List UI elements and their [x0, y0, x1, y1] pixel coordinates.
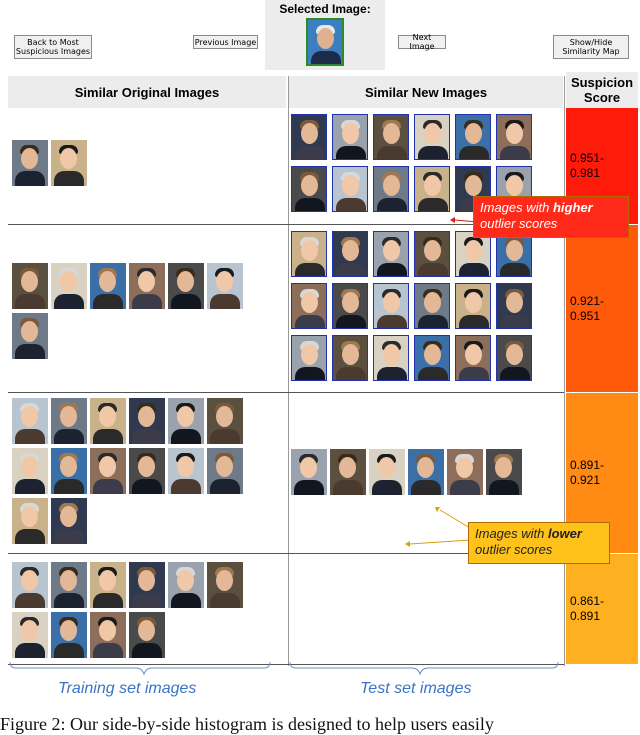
show-hide-similarity-map-button[interactable]: Show/Hide Similarity Map — [553, 35, 629, 59]
face-thumbnail[interactable] — [129, 612, 165, 658]
face-thumbnail[interactable] — [12, 562, 48, 608]
face-thumbnail[interactable] — [373, 166, 409, 212]
face-thumbnail[interactable] — [291, 114, 327, 160]
face-thumbnail[interactable] — [51, 263, 87, 309]
face-thumbnail[interactable] — [373, 335, 409, 381]
face-thumbnail[interactable] — [12, 263, 48, 309]
score-range: 0.921- 0.951 — [570, 293, 605, 323]
score-range: 0.891- 0.921 — [570, 458, 605, 487]
face-thumbnail[interactable] — [373, 231, 409, 277]
column-divider-right — [564, 76, 565, 666]
face-thumbnail[interactable] — [129, 448, 165, 494]
test-set-caption: Test set images — [360, 680, 472, 697]
face-thumbnail[interactable] — [12, 398, 48, 444]
face-thumbnail[interactable] — [496, 283, 532, 329]
face-thumbnail[interactable] — [414, 335, 450, 381]
face-thumbnail[interactable] — [168, 263, 204, 309]
face-thumbnail[interactable] — [414, 231, 450, 277]
face-thumbnail[interactable] — [330, 449, 366, 495]
next-image-button[interactable]: Next Image — [398, 33, 446, 51]
face-thumbnail[interactable] — [332, 166, 368, 212]
face-thumbnail[interactable] — [90, 398, 126, 444]
header-similar-original: Similar Original Images — [8, 76, 286, 108]
face-thumbnail[interactable] — [332, 335, 368, 381]
face-thumbnail[interactable] — [90, 612, 126, 658]
face-thumbnail[interactable] — [90, 263, 126, 309]
face-thumbnail[interactable] — [455, 114, 491, 160]
face-thumbnail[interactable] — [168, 448, 204, 494]
face-thumbnail[interactable] — [291, 335, 327, 381]
face-thumbnail[interactable] — [455, 335, 491, 381]
score-range: 0.861- 0.891 — [570, 594, 605, 623]
face-thumbnail[interactable] — [168, 398, 204, 444]
face-thumbnail[interactable] — [291, 231, 327, 277]
face-thumbnail[interactable] — [414, 283, 450, 329]
score-range: 0.951- 0.981 — [570, 151, 605, 180]
face-thumbnail[interactable] — [207, 562, 243, 608]
face-thumbnail[interactable] — [496, 114, 532, 160]
face-thumbnail[interactable] — [129, 398, 165, 444]
score-cell: 0.921- 0.951 — [566, 225, 638, 392]
face-thumbnail[interactable] — [447, 449, 483, 495]
face-thumbnail[interactable] — [414, 166, 450, 212]
header-suspicion-score: Suspicion Score — [566, 72, 638, 108]
face-thumbnail[interactable] — [51, 612, 87, 658]
face-thumbnail[interactable] — [51, 562, 87, 608]
face-thumbnail[interactable] — [90, 562, 126, 608]
face-thumbnail[interactable] — [332, 283, 368, 329]
training-set-caption: Training set images — [58, 680, 197, 697]
column-divider-left — [288, 76, 289, 666]
face-thumbnail[interactable] — [168, 562, 204, 608]
face-thumbnail[interactable] — [12, 498, 48, 544]
face-thumbnail[interactable] — [51, 140, 87, 186]
back-to-most-suspicious-button[interactable]: Back to Most Suspicious Images — [14, 35, 92, 59]
face-thumbnail[interactable] — [486, 449, 522, 495]
face-thumbnail[interactable] — [373, 114, 409, 160]
row-divider — [8, 224, 564, 225]
face-thumbnail[interactable] — [129, 263, 165, 309]
score-cell: 0.861- 0.891 — [566, 554, 638, 664]
face-thumbnail[interactable] — [332, 114, 368, 160]
face-thumbnail[interactable] — [207, 398, 243, 444]
callout-higher-outlier: Images with higher outlier scores — [473, 196, 629, 238]
face-thumbnail[interactable] — [12, 612, 48, 658]
face-thumbnail[interactable] — [12, 140, 48, 186]
face-thumbnail[interactable] — [12, 313, 48, 359]
selected-image-label: Selected Image: — [279, 2, 371, 16]
face-thumbnail[interactable] — [291, 166, 327, 212]
face-thumbnail[interactable] — [496, 231, 532, 277]
face-thumbnail[interactable] — [207, 448, 243, 494]
header-similar-new: Similar New Images — [289, 76, 563, 108]
row-divider — [8, 553, 564, 554]
face-thumbnail[interactable] — [373, 283, 409, 329]
face-thumbnail[interactable] — [51, 398, 87, 444]
face-thumbnail[interactable] — [332, 231, 368, 277]
face-thumbnail[interactable] — [496, 335, 532, 381]
face-thumbnail[interactable] — [51, 448, 87, 494]
face-thumbnail[interactable] — [408, 449, 444, 495]
selected-image-thumbnail[interactable] — [306, 18, 344, 66]
face-thumbnail[interactable] — [455, 283, 491, 329]
face-thumbnail[interactable] — [207, 263, 243, 309]
figure-caption: Figure 2: Our side-by-side histogram is … — [0, 714, 494, 734]
row-divider — [8, 664, 564, 665]
row-divider — [8, 392, 564, 393]
callout-lower-outlier: Images with lower outlier scores — [468, 522, 610, 564]
face-thumbnail[interactable] — [90, 448, 126, 494]
previous-image-button[interactable]: Previous Image — [193, 35, 258, 49]
face-thumbnail[interactable] — [291, 283, 327, 329]
face-thumbnail[interactable] — [414, 114, 450, 160]
face-thumbnail[interactable] — [51, 498, 87, 544]
face-thumbnail[interactable] — [369, 449, 405, 495]
face-thumbnail[interactable] — [12, 448, 48, 494]
face-thumbnail[interactable] — [291, 449, 327, 495]
face-thumbnail[interactable] — [129, 562, 165, 608]
